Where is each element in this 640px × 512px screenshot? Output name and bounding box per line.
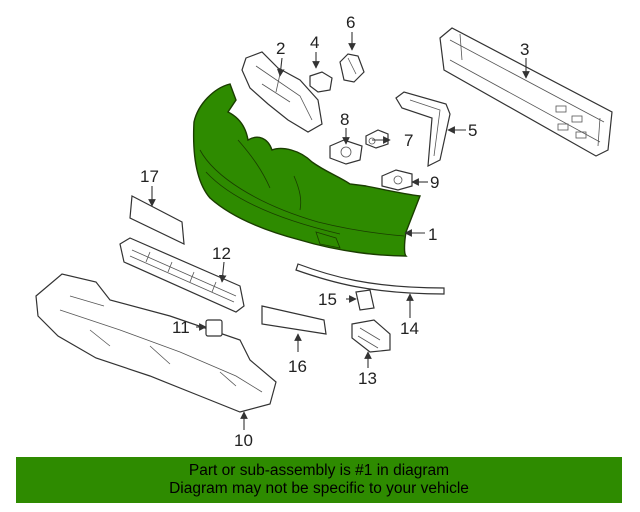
callout-4: 4 [310, 33, 319, 52]
callout-10: 10 [234, 431, 253, 450]
callout-7: 7 [404, 131, 413, 150]
clip-part-4[interactable] [309, 71, 333, 93]
callout-8: 8 [340, 110, 349, 129]
callout-12: 12 [212, 244, 231, 263]
sensor-bezel-part-9[interactable] [381, 169, 413, 191]
sensor-part-7[interactable] [365, 129, 389, 149]
callout-14: 14 [400, 319, 419, 338]
side-bracket-part[interactable] [395, 91, 451, 168]
center-bracket-part[interactable] [241, 51, 323, 133]
callout-5: 5 [468, 121, 477, 140]
undertray-part[interactable] [35, 273, 277, 413]
parts-diagram: 1 2 3 4 5 6 7 8 9 10 11 12 13 14 15 16 1… [35, 13, 613, 450]
banner-line-1: Part or sub-assembly is #1 in diagram [188, 462, 450, 479]
callout-3: 3 [520, 40, 529, 59]
bracket-part-6[interactable] [339, 53, 365, 83]
trim-panel-part-16[interactable] [261, 305, 327, 335]
callout-16: 16 [288, 357, 307, 376]
clip-part-11[interactable] [205, 319, 223, 337]
molding-strip-part[interactable] [295, 263, 445, 295]
callout-11: 11 [172, 318, 190, 337]
callout-9: 9 [430, 173, 439, 192]
bumper-cover-part-1[interactable] [192, 83, 421, 257]
banner-line-2: Diagram may not be specific to your vehi… [169, 480, 469, 497]
callout-6: 6 [346, 13, 355, 32]
lower-grille-part[interactable] [119, 237, 245, 313]
callout-13: 13 [358, 369, 377, 388]
leader-lines [148, 32, 530, 430]
callout-17: 17 [140, 167, 159, 186]
callout-15: 15 [318, 290, 337, 309]
cap-part-15[interactable] [355, 289, 375, 311]
reinforcement-bar-part[interactable] [439, 27, 613, 157]
fog-lamp-bezel-part[interactable] [351, 319, 391, 353]
license-plate-bracket-part[interactable] [129, 195, 185, 245]
callout-1: 1 [428, 225, 437, 244]
callout-2: 2 [276, 39, 285, 58]
info-banner: Part or sub-assembly is #1 in diagram Di… [16, 457, 622, 503]
